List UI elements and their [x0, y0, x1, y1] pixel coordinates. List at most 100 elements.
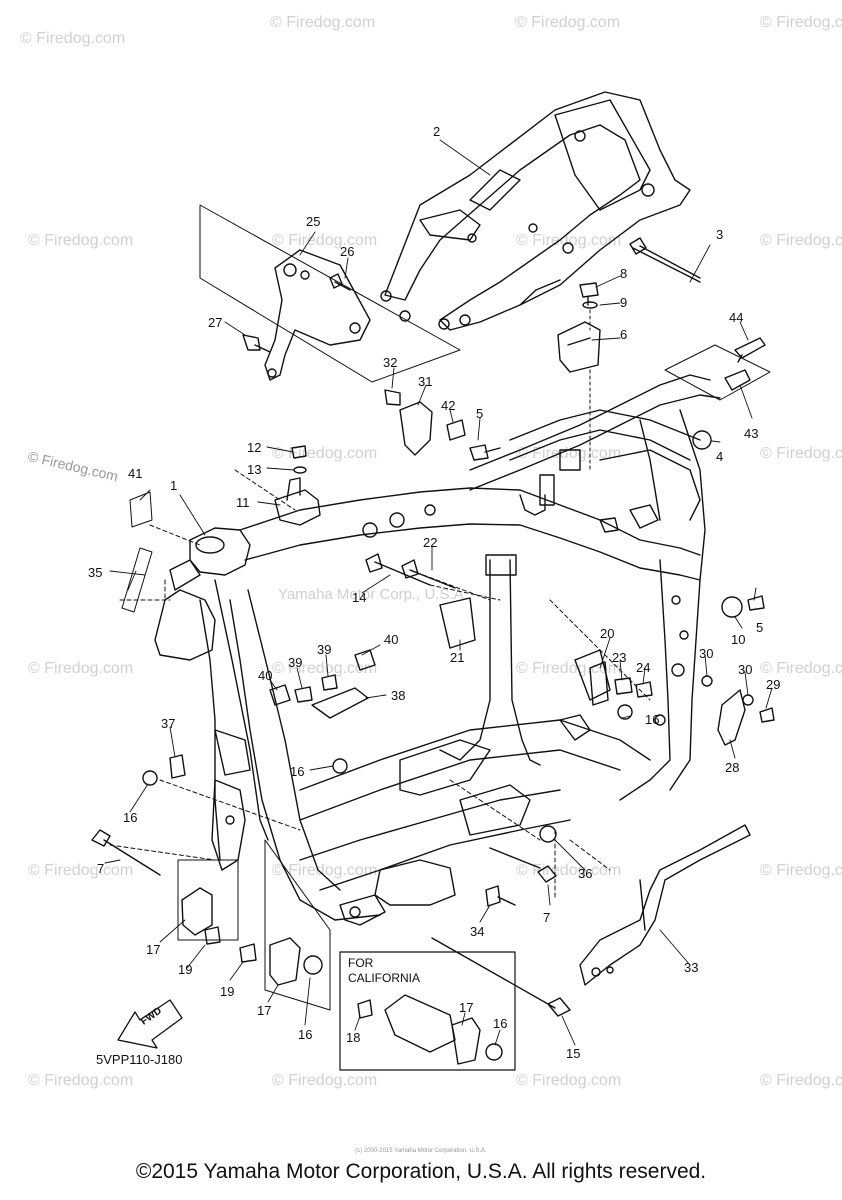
watermark: © Firedog.com: [516, 660, 622, 677]
nut-16: [303, 955, 323, 975]
callout-16: 16: [290, 764, 305, 779]
watermark: © Firedog.com: [760, 232, 842, 249]
bolt-29: [759, 707, 775, 723]
washer-30: [701, 675, 713, 687]
watermark: © Firedog.com: [272, 232, 378, 249]
callout-34: 34: [470, 924, 485, 939]
bracket-31: [399, 401, 433, 456]
bolt-15: [431, 937, 571, 1017]
bracket-21: [439, 597, 476, 649]
callout-15: 15: [566, 1046, 581, 1061]
callout-14: 14: [352, 590, 367, 605]
watermark: © Firedog.com: [760, 14, 842, 31]
sticker-35: [121, 547, 153, 613]
callout-30: 30: [738, 662, 753, 677]
watermark: © Firedog.com: [28, 1072, 134, 1089]
california-line-1: FOR: [348, 956, 374, 970]
callout-11: 11: [236, 495, 250, 510]
tiny-copyright: (c) 2000-2015 Yamaha Motor Corporation, …: [355, 1148, 487, 1154]
bracket-11: [274, 477, 321, 526]
bolt-39: [321, 674, 338, 691]
callout-42: 42: [441, 398, 456, 413]
bracket-20: [589, 661, 609, 706]
pad-42: [446, 419, 466, 441]
nut-23: [614, 677, 633, 695]
bolt-5: [747, 595, 765, 611]
callout-23: 23: [612, 650, 627, 665]
callout-39: 39: [317, 642, 332, 657]
bolt-7: [489, 847, 557, 883]
callout-1: 1: [170, 478, 178, 493]
callout-20: 20: [600, 626, 615, 641]
rear-fender-assembly: [380, 91, 691, 331]
callout-29: 29: [766, 677, 781, 692]
callout-32: 32: [383, 355, 398, 370]
callout-19: 19: [178, 962, 193, 977]
watermark: © Firedog.com: [516, 445, 622, 462]
watermark: © Firedog.com: [270, 14, 376, 31]
callout-8: 8: [620, 266, 628, 281]
bolt-39: [294, 686, 313, 703]
nut-16: [142, 770, 158, 786]
bolt-14: [365, 553, 431, 586]
callout-17: 17: [459, 1000, 474, 1015]
fwd-arrow: [117, 999, 183, 1049]
callout-28: 28: [725, 760, 740, 775]
watermark: © Firedog.com: [760, 862, 842, 879]
bolt-32: [384, 389, 401, 406]
callout-16: 16: [493, 1016, 508, 1031]
center-watermark: Yamaha Motor Corp., U.S.A.: [278, 586, 468, 603]
callout-6: 6: [620, 327, 628, 342]
washer-30: [742, 694, 754, 706]
clip-40: [269, 684, 291, 706]
callout-10: 10: [731, 632, 746, 647]
nut-16: [617, 704, 633, 720]
california-box-label: FOR CALIFORNIA: [348, 956, 420, 986]
callout-25: 25: [306, 214, 321, 229]
bolt-27: [242, 334, 271, 353]
callout-35: 35: [88, 565, 103, 580]
callout-21: 21: [450, 650, 465, 665]
callout-30: 30: [699, 646, 714, 661]
bracket-17: [451, 1017, 481, 1065]
washer-9: [582, 301, 598, 309]
callout-16: 16: [123, 810, 138, 825]
callout-38: 38: [391, 688, 406, 703]
clip-40: [354, 649, 376, 671]
callout-33: 33: [684, 960, 699, 975]
group-box-outline: [199, 204, 461, 383]
group-box-outline: [177, 859, 239, 941]
callout-5: 5: [756, 620, 764, 635]
watermark: © Firedog.com: [516, 1072, 622, 1089]
bolt-34: [485, 885, 516, 907]
watermark: © Firedog.com: [760, 1072, 842, 1089]
watermark: © Firedog.com: [28, 862, 134, 879]
callout-18: 18: [346, 1030, 361, 1045]
watermark: © Firedog.com: [760, 445, 842, 462]
copyright-notice: ©2015 Yamaha Motor Corporation, U.S.A. A…: [135, 1160, 707, 1183]
callout-13: 13: [247, 462, 262, 477]
california-bracket: [384, 994, 456, 1053]
footrest-33: [579, 824, 751, 986]
watermark: © Firedog.com: [760, 660, 842, 677]
callout-41: 41: [128, 466, 143, 481]
group-box-outline: [664, 344, 771, 401]
callout-27: 27: [208, 315, 223, 330]
bolt-5: [469, 444, 501, 461]
callout-24: 24: [636, 660, 651, 675]
callout-7: 7: [543, 910, 551, 925]
callout-5: 5: [476, 406, 484, 421]
callout-9: 9: [620, 295, 628, 310]
bracket-25: [264, 249, 371, 381]
group-box-outline: [264, 839, 331, 1011]
plate-38: [311, 687, 369, 719]
watermark: © Firedog.com: [28, 660, 134, 677]
callout-4: 4: [716, 449, 724, 464]
bolt-12: [291, 445, 307, 459]
callout-17: 17: [146, 942, 161, 957]
callout-2: 2: [433, 124, 441, 139]
nut-16: [332, 758, 348, 774]
bolt-8: [579, 282, 599, 306]
watermark: © Firedog.com: [28, 232, 134, 249]
watermark: © Firedog.com: [516, 232, 622, 249]
